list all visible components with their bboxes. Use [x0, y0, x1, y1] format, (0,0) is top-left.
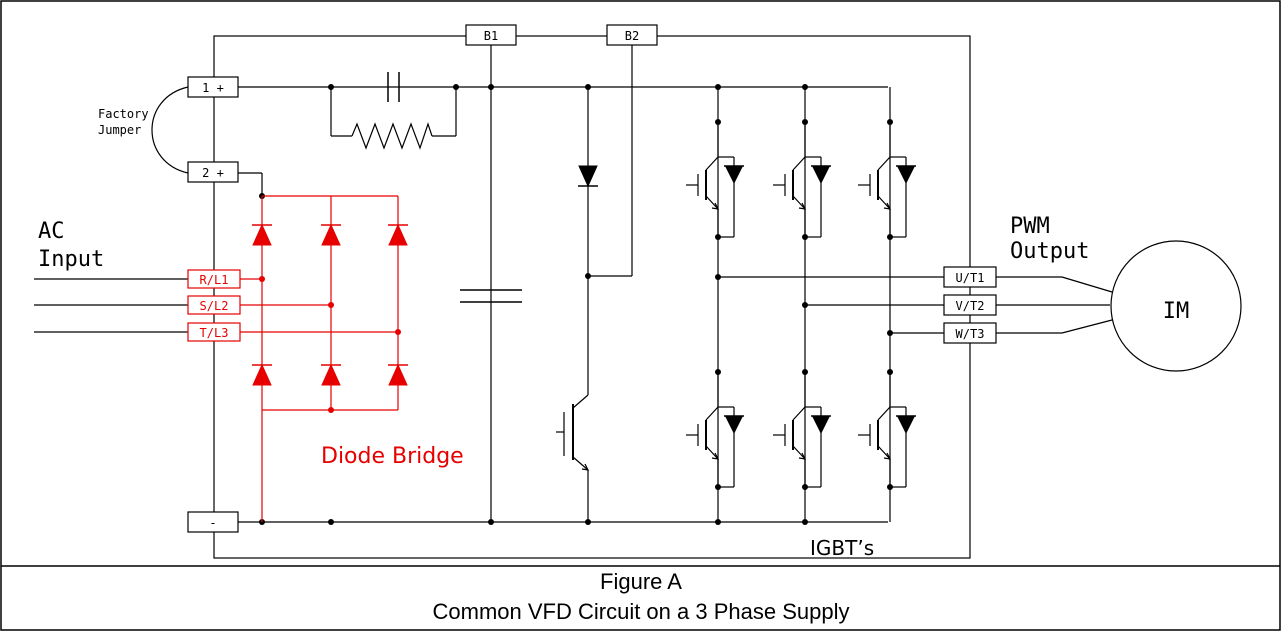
diode-bridge-label: Diode Bridge — [321, 444, 464, 469]
terminal-minus: - — [187, 511, 239, 533]
terminal-b2: B2 — [606, 24, 658, 46]
bridge-diode-6-icon — [387, 364, 409, 386]
igbt-v-low-icon — [772, 371, 832, 488]
terminal-vt2: V/T2 — [943, 294, 997, 316]
terminal-sl2-label: S/L2 — [200, 299, 229, 313]
terminal-plus1: 1 + — [187, 76, 239, 98]
terminal-plus2-label: 2 + — [202, 166, 224, 180]
figure-subtitle: Common VFD Circuit on a 3 Phase Supply — [433, 599, 850, 624]
bridge-diode-1-icon — [251, 224, 273, 246]
bridge-diode-5-icon — [320, 364, 342, 386]
dc-bus-wiring — [34, 44, 1113, 523]
motor-label: IM — [1163, 299, 1190, 324]
terminal-tl3: T/L3 — [187, 322, 241, 342]
bridge-diode-4-icon — [251, 364, 273, 386]
igbt-u-low-icon — [685, 371, 745, 488]
drive-enclosure — [213, 35, 971, 559]
igbts-label: IGBT’s — [810, 536, 874, 560]
terminal-wt3-label: W/T3 — [956, 327, 985, 341]
terminal-b1: B1 — [465, 24, 517, 46]
terminal-rl1: R/L1 — [187, 269, 241, 289]
terminal-b1-label: B1 — [484, 29, 498, 43]
igbt-u-high-icon — [685, 121, 745, 238]
bridge-diode-2-icon — [320, 224, 342, 246]
terminal-tl3-label: T/L3 — [200, 326, 229, 340]
terminal-plus1-label: 1 + — [202, 81, 224, 95]
igbt-v-high-icon — [772, 121, 832, 238]
terminal-sl2: S/L2 — [187, 295, 241, 315]
ac-input-label-line2: Input — [38, 247, 104, 272]
terminal-wt3: W/T3 — [943, 322, 997, 344]
terminal-minus-label: - — [209, 516, 216, 530]
junction-dots — [259, 84, 893, 525]
bridge-diode-3-icon — [387, 224, 409, 246]
pwm-output-label-line1: PWM — [1010, 214, 1050, 239]
terminal-plus2: 2 + — [187, 161, 239, 183]
pwm-output-label-line2: Output — [1010, 239, 1089, 264]
igbt-w-low-icon — [857, 371, 917, 488]
igbt-w-high-icon — [857, 121, 917, 238]
chopper-diode-icon — [577, 165, 599, 187]
terminal-b2-label: B2 — [625, 29, 639, 43]
terminal-vt2-label: V/T2 — [956, 299, 985, 313]
motor-icon — [1110, 240, 1242, 372]
terminal-ut1: U/T1 — [943, 266, 997, 288]
terminal-ut1-label: U/T1 — [956, 271, 985, 285]
figure-title: Figure A — [600, 569, 682, 594]
terminal-rl1-label: R/L1 — [200, 273, 229, 287]
ac-input-label-line1: AC — [38, 219, 65, 244]
factory-jumper-label-line1: Factory — [98, 107, 149, 121]
factory-jumper-label-line2: Jumper — [98, 123, 141, 137]
